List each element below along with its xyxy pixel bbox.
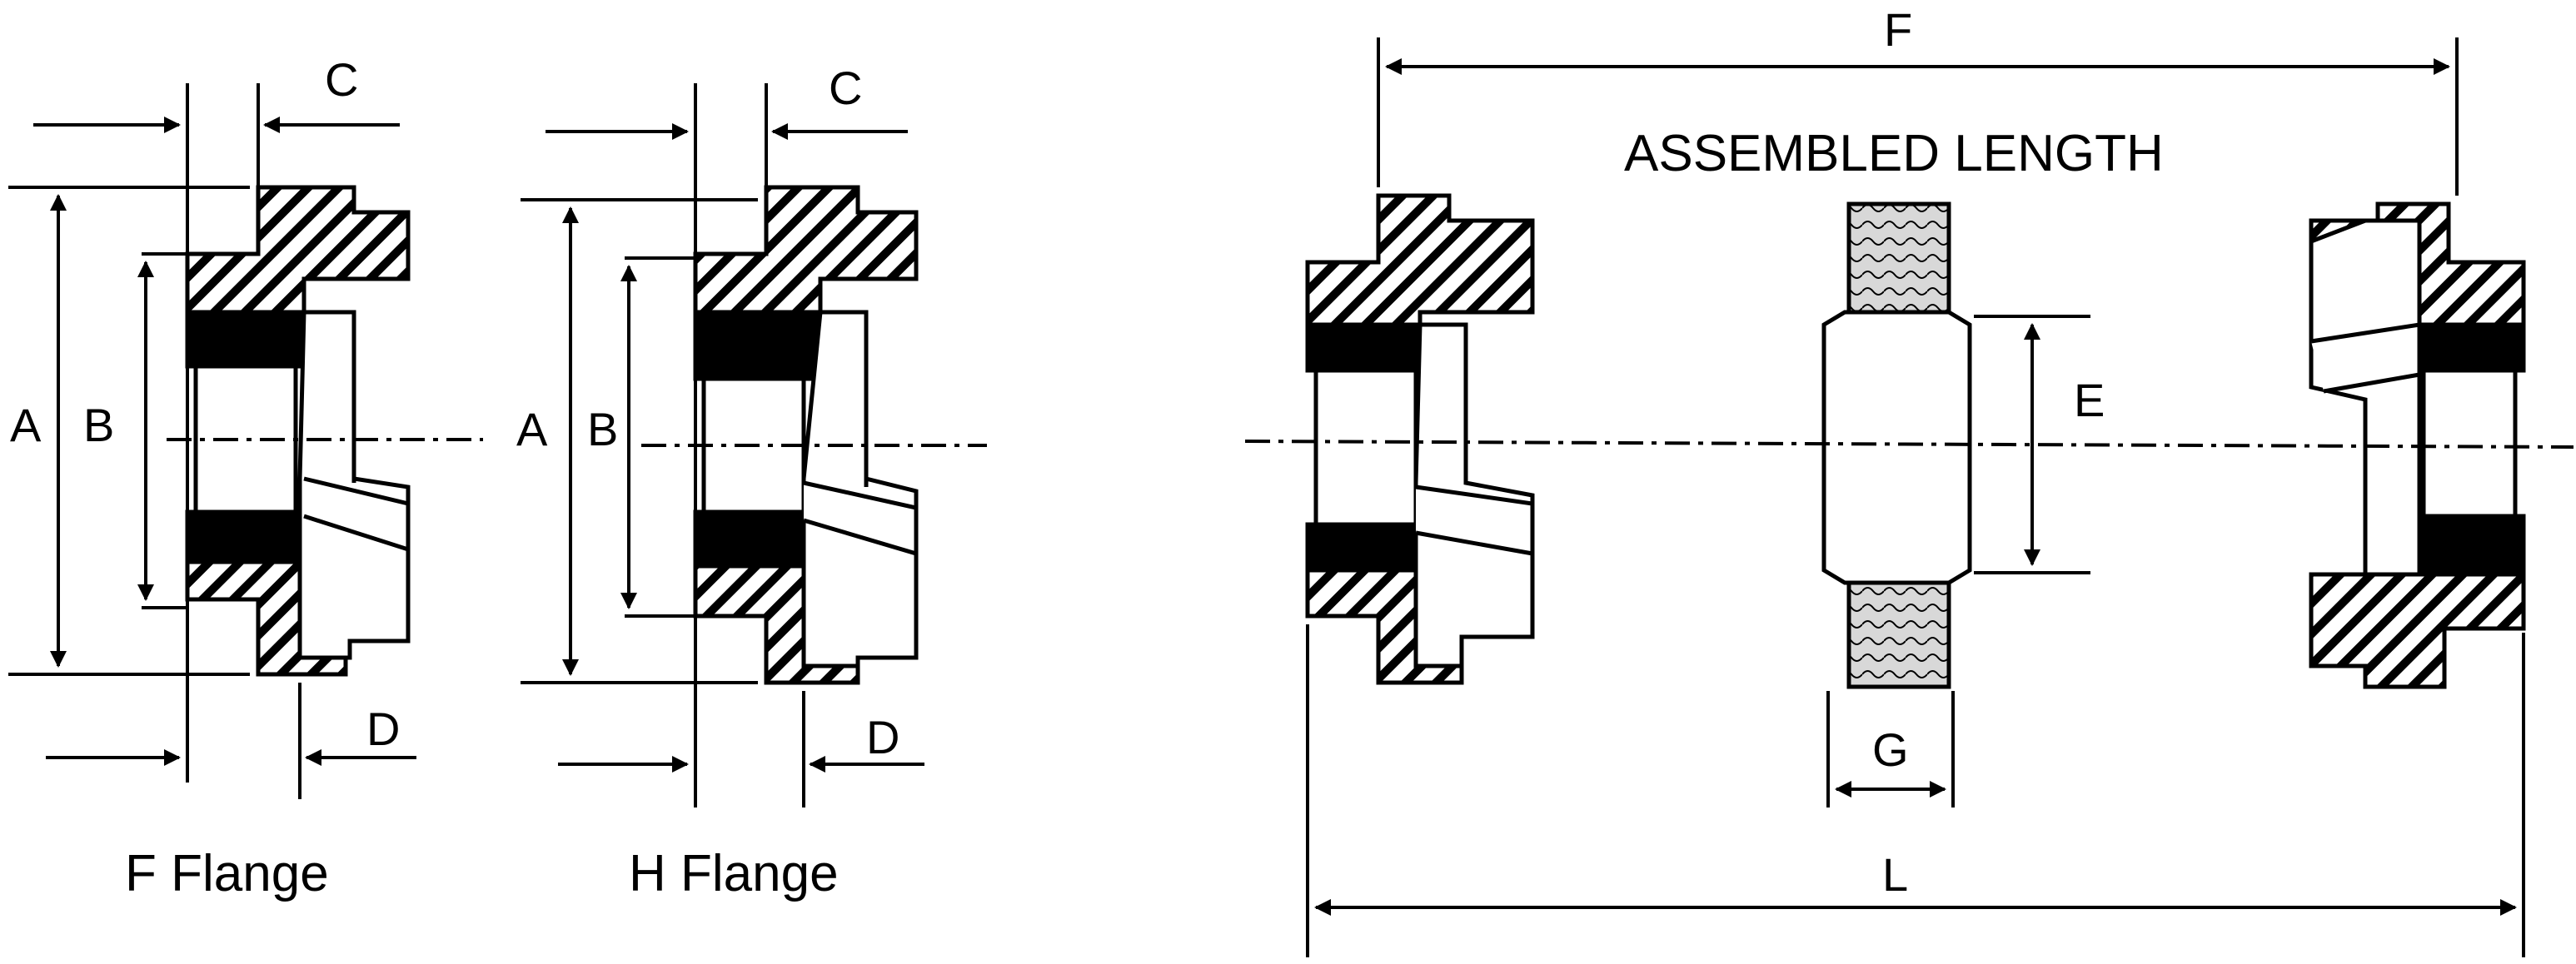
assembly-left-flange bbox=[1305, 193, 1535, 685]
h-flange-drawing bbox=[693, 185, 919, 685]
f-flange-dimensions bbox=[8, 83, 483, 799]
assembly-label-g: G bbox=[1872, 723, 1909, 776]
assembly-elastomer-element bbox=[1821, 201, 1972, 689]
h-flange-bore-upper bbox=[693, 310, 823, 381]
elastomer-top-section bbox=[1846, 201, 1951, 315]
h-flange-bore-lower bbox=[693, 509, 806, 569]
elastomer-bottom-section bbox=[1846, 568, 1951, 689]
assembly-label-f: F bbox=[1884, 3, 1912, 56]
f-flange-label-d: D bbox=[366, 703, 400, 755]
f-flange-bore-upper bbox=[185, 310, 306, 369]
h-flange-label-d: D bbox=[866, 711, 899, 763]
h-flange-upper-section bbox=[693, 185, 919, 315]
f-flange-bore-lower bbox=[185, 509, 302, 564]
f-flange-label-b: B bbox=[83, 399, 114, 451]
assembly-dimensions bbox=[1244, 37, 2574, 957]
assembly-label-e: E bbox=[2074, 374, 2105, 426]
h-flange-label-c: C bbox=[829, 62, 862, 114]
h-flange-label-a: A bbox=[516, 403, 548, 455]
h-flange-label-b: B bbox=[587, 403, 618, 455]
f-flange-caption: F Flange bbox=[125, 845, 329, 902]
elastomer-center-sleeve bbox=[1821, 310, 1972, 585]
assembly-label-l: L bbox=[1882, 848, 1908, 901]
h-flange-dimensions bbox=[521, 83, 987, 807]
f-flange-drawing bbox=[185, 185, 411, 677]
f-flange-label-a: A bbox=[10, 399, 42, 451]
f-flange-label-c: C bbox=[325, 53, 358, 106]
f-flange-upper-section bbox=[185, 185, 411, 315]
assembly-right-flange bbox=[2309, 201, 2526, 689]
h-flange-caption: H Flange bbox=[629, 845, 839, 902]
assembly-title: ASSEMBLED LENGTH bbox=[1624, 125, 2164, 182]
